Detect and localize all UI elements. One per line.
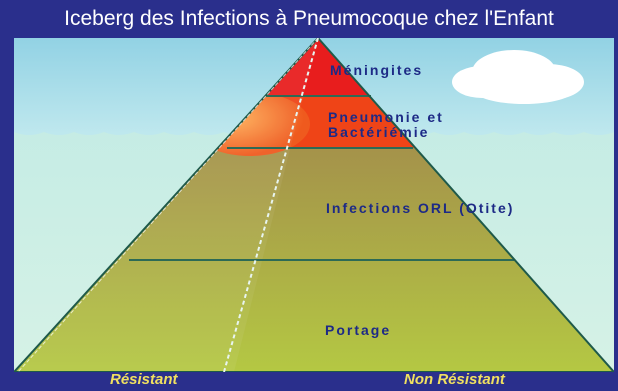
label-pneumonie-line1: Pneumonie et bbox=[328, 110, 444, 125]
slide-title: Iceberg des Infections à Pneumocoque che… bbox=[0, 0, 618, 38]
label-pneumonie: Pneumonie et Bactériémie bbox=[328, 110, 444, 140]
label-non-resistant: Non Résistant bbox=[404, 370, 505, 390]
label-portage: Portage bbox=[325, 322, 391, 338]
iceberg-scene: Méningites Pneumonie et Bactériémie Infe… bbox=[14, 38, 614, 372]
label-meningites: Méningites bbox=[330, 62, 423, 78]
label-orl: Infections ORL (Otite) bbox=[326, 200, 514, 216]
iceberg-diagram bbox=[14, 38, 614, 372]
label-pneumonie-line2: Bactériémie bbox=[328, 125, 444, 140]
label-resistant: Résistant bbox=[110, 370, 178, 390]
